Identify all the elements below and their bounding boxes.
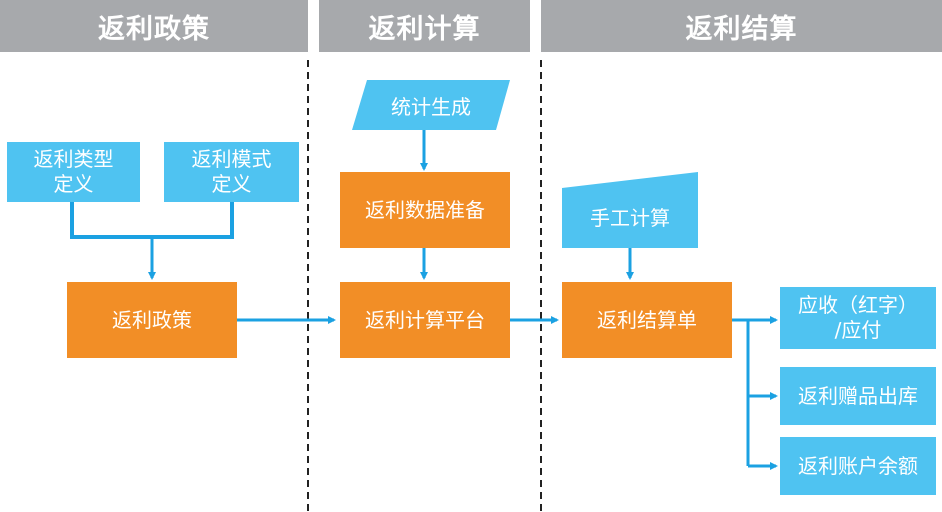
receivable-payable-box: 应收（红字） /应付	[780, 287, 936, 349]
rebate-type-definition-line2: 定义	[53, 172, 94, 196]
rebate-type-definition-line1: 返利类型	[33, 147, 114, 171]
rebate-mode-definition-box: 返利模式 定义	[164, 142, 299, 202]
rebate-mode-definition-line2: 定义	[211, 172, 252, 196]
rebate-account-balance-label: 返利账户余额	[798, 453, 918, 478]
rebate-data-prep-label: 返利数据准备	[365, 197, 485, 222]
rebate-settlement-doc-box: 返利结算单	[562, 282, 732, 358]
receivable-payable-line2: /应付	[834, 318, 882, 342]
rebate-policy-label: 返利政策	[112, 307, 192, 332]
manual-calc-shape	[562, 172, 698, 248]
rebate-settlement-doc-label: 返利结算单	[597, 307, 697, 332]
connector-type-merge	[70, 202, 234, 239]
receivable-payable-line1: 应收（红字）	[798, 293, 918, 317]
rebate-gift-outbound-box: 返利赠品出库	[780, 367, 936, 425]
manual-calc-label: 手工计算	[590, 206, 670, 230]
rebate-type-definition-box: 返利类型 定义	[7, 142, 140, 202]
manual-calc-label-box: 手工计算	[562, 185, 698, 248]
rebate-policy-box: 返利政策	[67, 282, 237, 358]
header-rebate-settlement: 返利结算	[541, 0, 942, 52]
rebate-account-balance-box: 返利账户余额	[780, 437, 936, 495]
stat-generate-label: 统计生成	[391, 94, 471, 119]
header-rebate-policy: 返利政策	[0, 0, 308, 52]
rebate-gift-outbound-label: 返利赠品出库	[798, 383, 918, 408]
rebate-mode-definition-line1: 返利模式	[191, 147, 272, 171]
rebate-data-prep-box: 返利数据准备	[340, 172, 510, 248]
header-rebate-settlement-label: 返利结算	[685, 13, 798, 45]
header-rebate-policy-label: 返利政策	[98, 13, 210, 45]
stat-generate-label-box: 统计生成	[352, 80, 510, 130]
stat-generate-shape	[352, 80, 510, 130]
header-rebate-calculation-label: 返利计算	[368, 13, 481, 45]
header-rebate-calculation: 返利计算	[319, 0, 530, 52]
rebate-calc-platform-box: 返利计算平台	[340, 282, 510, 358]
rebate-calc-platform-label: 返利计算平台	[365, 307, 485, 332]
